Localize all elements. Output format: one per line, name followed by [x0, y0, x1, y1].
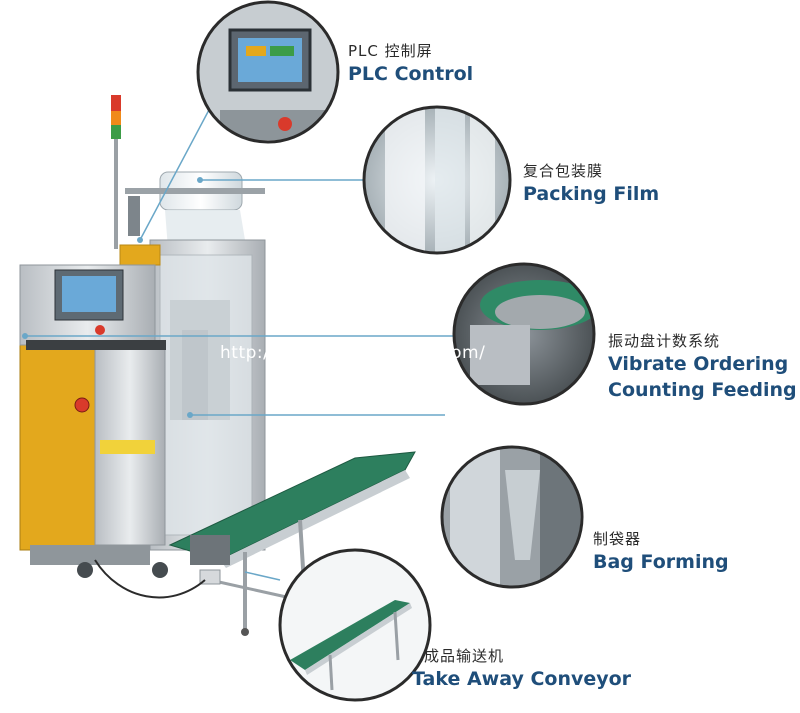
- leader-lines: [25, 107, 455, 581]
- callout-vibrate-cn: 振动盘计数系统: [608, 332, 721, 350]
- film-detail-photo: [362, 105, 512, 255]
- callout-vibrate-en-line2: Counting Feeding: [608, 379, 797, 401]
- stack-light-orange: [111, 111, 121, 125]
- callout-plc-cn: PLC 控制屏: [348, 42, 433, 60]
- callout-plc: PLC 控制屏 PLC Control: [348, 40, 473, 87]
- packing-machine: [19, 95, 416, 636]
- callout-bag: 制袋器 Bag Forming: [593, 528, 729, 575]
- callout-vibrate: 振动盘计数系统 Vibrate Ordering Counting Feedin…: [608, 330, 797, 403]
- callout-conveyor-en: Take Away Conveyor: [412, 668, 632, 690]
- callout-vibrate-en-line1: Vibrate Ordering: [608, 353, 789, 375]
- callout-film: 复合包装膜 Packing Film: [523, 160, 659, 207]
- plc-detail-photo: [196, 0, 340, 144]
- callout-film-en: Packing Film: [523, 183, 660, 205]
- emergency-stop-icon: [74, 397, 90, 413]
- conveyor-motor: [190, 535, 230, 565]
- stack-light-green: [111, 125, 121, 139]
- callout-conveyor: 成品输送机 Take Away Conveyor: [412, 645, 631, 692]
- machine-base-cabinet: [19, 344, 101, 551]
- callout-bag-en: Bag Forming: [593, 551, 729, 573]
- callout-conveyor-cn: 成品输送机: [424, 647, 505, 665]
- bag-former-detail-photo: [440, 445, 584, 589]
- callout-bag-cn: 制袋器: [593, 530, 642, 548]
- watermark-url: http://www.hookprocess.com/: [220, 343, 486, 363]
- conveyor-detail-photo: [278, 548, 432, 702]
- vibrating-bowl-detail-photo: [452, 262, 596, 406]
- callout-film-cn: 复合包装膜: [523, 162, 604, 180]
- stack-light-red: [111, 95, 121, 111]
- callout-plc-en: PLC Control: [348, 63, 474, 85]
